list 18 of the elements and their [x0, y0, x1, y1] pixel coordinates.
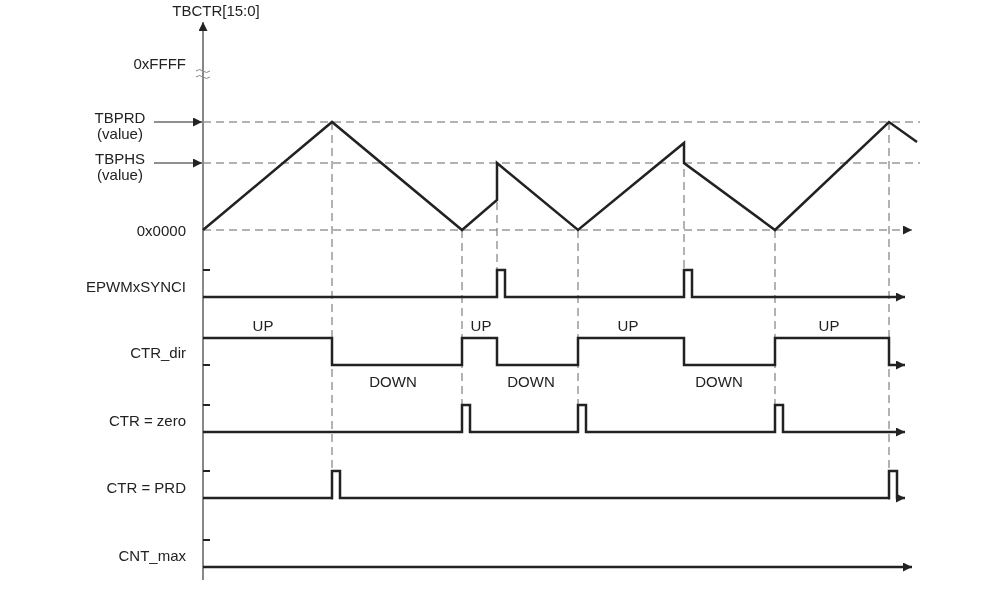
arrow [153, 117, 203, 127]
state-label: UP [617, 318, 639, 334]
signal-label: CTR = PRD [106, 480, 186, 496]
axis-value: 0x0000 [136, 223, 186, 239]
state-label: UP [252, 318, 274, 334]
signal-label: CNT_max [118, 548, 186, 564]
axis-value: 0xFFFF [133, 56, 186, 72]
value-label: TBPRD (value) [88, 110, 152, 142]
state-label: UP [470, 318, 492, 334]
arrow [153, 158, 203, 168]
value-label: TBPHS (value) [88, 151, 152, 183]
state-label: DOWN [695, 374, 743, 390]
state-label: DOWN [507, 374, 555, 390]
vertical-axis [195, 21, 211, 581]
state-label: DOWN [369, 374, 417, 390]
signal-label: CTR = zero [108, 413, 186, 429]
state-label: UP [818, 318, 840, 334]
signal-label: EPWMxSYNCI [86, 279, 186, 295]
